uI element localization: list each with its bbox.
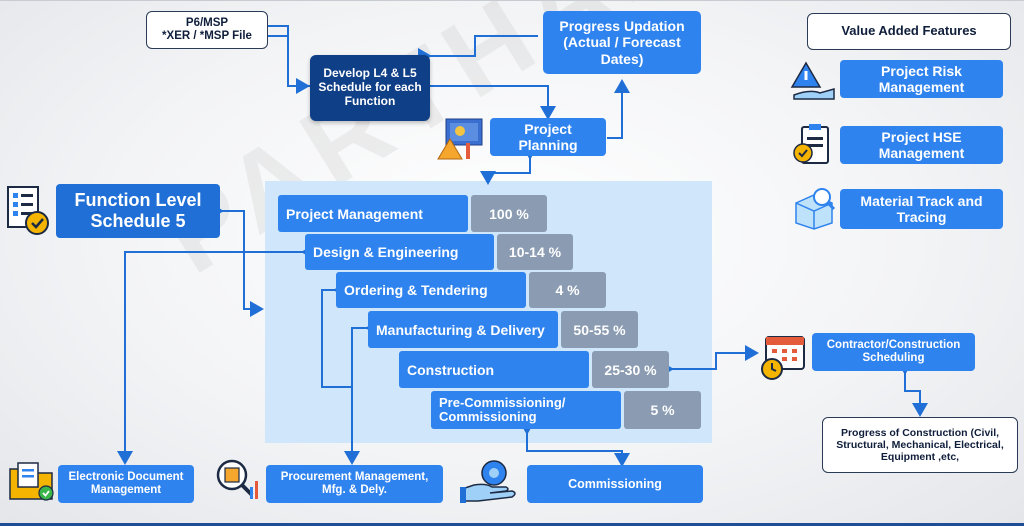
- source-box: P6/MSP *XER / *MSP File: [146, 11, 268, 49]
- progress-updation-label: Progress Updation (Actual / Forecast Dat…: [559, 18, 685, 67]
- percent-value: 50-55 %: [573, 321, 626, 338]
- project-planning-label: Project Planning: [518, 120, 578, 153]
- function-label: Project Management: [286, 205, 423, 222]
- function-level-box: Function Level Schedule 5: [56, 184, 220, 238]
- function-percent: 10-14 %: [497, 234, 573, 270]
- value-added-heading: Value Added Features: [841, 23, 977, 39]
- edm-label: Electronic Document Management: [68, 470, 184, 496]
- construction-progress-label: Progress of Construction (Civil, Structu…: [836, 426, 1004, 464]
- percent-value: 100 %: [489, 205, 529, 222]
- hse-clipboard-icon: [793, 124, 829, 164]
- checklist-gear-icon: [7, 186, 49, 235]
- feature-label: Project HSE Management: [878, 128, 965, 161]
- feature-label: Project Risk Management: [878, 62, 965, 95]
- line-design-to-edm: [117, 244, 315, 465]
- feature-label: Material Track and Tracing: [860, 192, 983, 225]
- commissioning-box: Commissioning: [527, 465, 703, 503]
- function-bar-manufacturing-delivery: Manufacturing & Delivery: [368, 311, 558, 348]
- function-label: Construction: [407, 361, 495, 378]
- contractor-scheduling-box: Contractor/Construction Scheduling: [812, 333, 975, 371]
- percent-value: 5 %: [650, 402, 675, 418]
- progress-updation-box: Progress Updation (Actual / Forecast Dat…: [543, 11, 701, 74]
- function-bar-construction: Construction: [399, 351, 589, 388]
- function-percent: 5 %: [624, 391, 701, 429]
- material-box-search-icon: [795, 188, 836, 230]
- percent-value: 4 %: [555, 282, 580, 298]
- source-line-2: *XER / *MSP File: [162, 30, 252, 42]
- function-level-title: Function Level Schedule 5: [74, 190, 202, 231]
- function-bar-ordering-tendering: Ordering & Tendering: [336, 272, 526, 308]
- function-label: Pre-Commissioning/ Commissioning: [439, 394, 566, 424]
- line-function-to-panel: [210, 203, 264, 317]
- function-bar-pre-commissioning: Pre-Commissioning/ Commissioning: [431, 391, 621, 429]
- line-contractor-to-progress: [897, 361, 928, 417]
- feature-risk-box: Project Risk Management: [840, 60, 1003, 98]
- blueprint-icon: [437, 118, 483, 160]
- procurement-box: Procurement Management, Mfg. & Dely.: [266, 465, 443, 503]
- document-folder-icon: [9, 462, 54, 501]
- function-label: Ordering & Tendering: [344, 282, 488, 298]
- edm-box: Electronic Document Management: [58, 465, 194, 503]
- function-label: Manufacturing & Delivery: [376, 321, 545, 338]
- contractor-scheduling-label: Contractor/Construction Scheduling: [826, 338, 961, 364]
- function-label: Design & Engineering: [313, 244, 459, 260]
- function-percent: 4 %: [529, 272, 606, 308]
- percent-value: 10-14 %: [508, 244, 562, 260]
- source-line-1: P6/MSP: [185, 16, 229, 29]
- develop-schedule-box: Develop L4 & L5 Schedule for each Functi…: [310, 55, 430, 121]
- line-mfg-to-procurement: [351, 320, 379, 387]
- value-added-heading-box: Value Added Features: [807, 13, 1011, 50]
- line-ordering-to-procurement: [321, 282, 360, 465]
- risk-hand-icon: [790, 61, 835, 100]
- function-percent: 25-30 %: [592, 351, 669, 388]
- line-construction-to-contractor: [660, 345, 759, 377]
- line-top-to-planning: [268, 35, 556, 120]
- procurement-search-icon: [216, 459, 258, 499]
- function-percent: 100 %: [471, 195, 547, 232]
- function-bar-design-engineering: Design & Engineering: [305, 234, 494, 270]
- develop-schedule-label: Develop L4 & L5 Schedule for each Functi…: [318, 66, 422, 108]
- commissioning-hand-gear-icon: [460, 460, 516, 503]
- procurement-label: Procurement Management, Mfg. & Dely.: [280, 470, 429, 496]
- function-percent: 50-55 %: [561, 311, 638, 348]
- percent-value: 25-30 %: [604, 361, 657, 378]
- commissioning-label: Commissioning: [568, 476, 662, 491]
- line-develop-to-progress: [418, 35, 538, 64]
- calendar-clock-icon: [761, 336, 805, 380]
- construction-progress-box: Progress of Construction (Civil, Structu…: [822, 417, 1018, 473]
- line-planning-to-progress: [607, 79, 630, 139]
- feature-material-box: Material Track and Tracing: [840, 189, 1003, 229]
- line-precomm-to-commissioning: [519, 421, 630, 467]
- feature-hse-box: Project HSE Management: [840, 126, 1003, 164]
- line-planning-to-panel: [480, 146, 538, 185]
- project-planning-box: Project Planning: [490, 118, 606, 156]
- function-bar-project-management: Project Management: [278, 195, 468, 232]
